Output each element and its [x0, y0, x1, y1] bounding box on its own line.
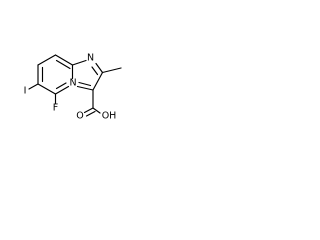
atom-label-hydroxyl: OH — [102, 111, 117, 122]
bonds — [28, 54, 122, 117]
atom-label-iodine: I — [24, 86, 27, 97]
bond-c2-c3 — [92, 71, 104, 91]
bond-c3-n4-inner — [78, 81, 92, 87]
bond-carboxyl-oxygen-1 — [83, 107, 94, 114]
bond-carboxyl-hydroxyl — [92, 107, 101, 114]
bond-c6-c5 — [37, 83, 57, 95]
bond-c8a-c8-inner — [55, 59, 71, 70]
bond-c8-c7 — [37, 54, 57, 66]
molecule-structure: N N I F O OH — [24, 53, 122, 122]
atom-label-n-bridge: N — [69, 78, 76, 89]
bond-c2-methyl — [101, 67, 122, 74]
atom-label-n-imine: N — [87, 53, 94, 64]
bond-c6-iodine — [28, 83, 39, 90]
bond-c5-n4 — [54, 85, 70, 95]
atom-labels: N N I F O OH — [24, 53, 117, 122]
bond-n1-c2 — [95, 62, 104, 74]
bond-carboxyl-oxygen-2 — [85, 110, 96, 117]
bond-c8a-c8 — [54, 54, 74, 66]
atom-label-fluorine: F — [53, 103, 58, 114]
bond-n1-c2-inner — [91, 66, 99, 76]
bond-c5-n4-inner — [55, 82, 67, 90]
bond-c8a-n1 — [71, 59, 87, 66]
atom-label-carbonyl-oxygen: O — [76, 111, 83, 122]
bond-c3-n4 — [76, 85, 94, 91]
